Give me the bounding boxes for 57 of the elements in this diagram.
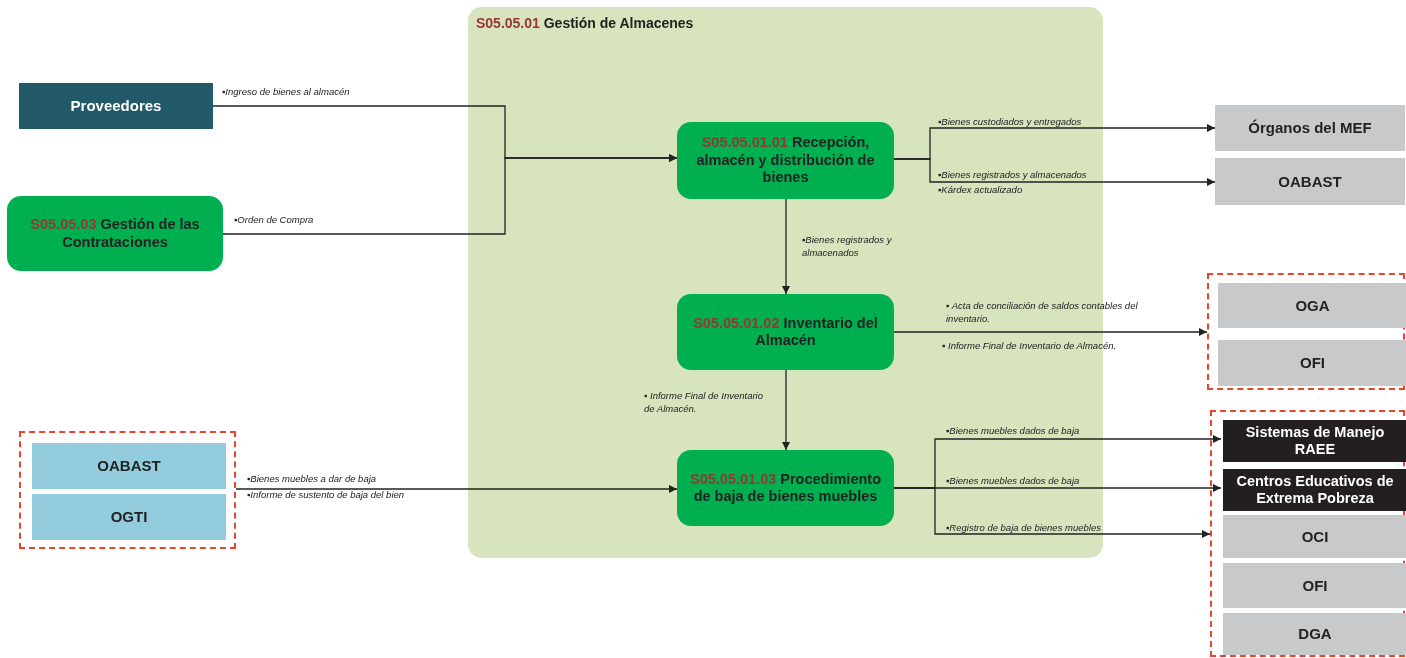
dashed-group-box — [1207, 273, 1405, 390]
arrow — [893, 487, 1211, 538]
entity-box — [1215, 158, 1405, 205]
process-box — [677, 294, 894, 370]
node-label: S05.05.01.01 Recepción, almacén y distribución de bienes — [695, 134, 876, 187]
node-label: S05.05.03 Gestión de las Contrataciones — [29, 216, 201, 251]
edge-label: ▪Registro de baja de bienes muebles — [946, 522, 1102, 535]
edge-label: ▪Ingreso de bienes al almacén — [222, 86, 351, 99]
entity-box — [1223, 420, 1406, 462]
arrow — [235, 485, 678, 493]
process-box — [7, 196, 223, 271]
node-label: OABAST — [1277, 172, 1343, 191]
process-box — [677, 122, 894, 199]
node-label: Proveedores — [69, 97, 163, 115]
node-label: DGA — [1297, 625, 1333, 643]
edge-label: ▪Bienes muebles a dar de baja — [247, 473, 378, 486]
entity-box — [1223, 613, 1406, 655]
entity-box — [1218, 283, 1406, 328]
node-label: Centros Educativos de Extrema Pobreza — [1235, 472, 1395, 508]
edge-label: ▪ Acta de conciliación de saldos contables del inventario. — [946, 300, 1139, 326]
edge-label: ▪Bienes muebles dados de baja — [946, 425, 1081, 438]
arrow — [222, 154, 678, 235]
node-label: S05.05.01.03 Procedimiento de baja de bienes muebles — [689, 470, 882, 506]
node-label: OGTI — [109, 508, 149, 526]
node-label: Sistemas de Manejo RAEE — [1244, 423, 1386, 459]
edge-label: ▪Bienes registrados y almacenados — [802, 234, 893, 260]
node-label: OFI — [1301, 576, 1329, 595]
entity-box — [1223, 515, 1406, 558]
node-label: OFI — [1299, 354, 1326, 372]
entity-box — [32, 443, 226, 489]
dashed-group-box — [1210, 410, 1405, 657]
note-text: ▪Kárdex actualizado — [938, 184, 1024, 197]
arrow — [893, 158, 1216, 186]
note-text: ▪Informe de sustento de baja del bien — [247, 489, 406, 502]
arrow — [782, 198, 790, 295]
entity-box — [1223, 563, 1406, 608]
edge-label: ▪Bienes muebles dados de baja — [946, 475, 1081, 488]
node-label: OABAST — [96, 457, 162, 475]
edge-label: ▪Bienes custodiados y entregados — [938, 116, 1083, 129]
area-title: S05.05.01 Gestión de Almacenes — [475, 14, 694, 32]
edge-label: ▪ Informe Final de Inventario de Almacén. — [644, 390, 764, 416]
arrow — [893, 328, 1208, 336]
dashed-group-box — [19, 431, 236, 549]
process-box — [677, 450, 894, 526]
entity-box — [1218, 340, 1406, 386]
arrow — [782, 369, 790, 451]
node-label: Órganos del MEF — [1247, 119, 1373, 137]
edge-label: ▪Orden de Compra — [234, 214, 315, 227]
entity-box — [1223, 469, 1406, 511]
note-text: ▪ Informe Final de Inventario de Almacén. — [942, 340, 1118, 353]
entity-box — [19, 83, 213, 129]
node-label: OCI — [1300, 527, 1330, 546]
node-label: OGA — [1294, 296, 1331, 315]
node-label: S05.05.01.02 Inventario del Almacén — [692, 314, 879, 350]
edge-label: ▪Bienes registrados y almacenados — [938, 169, 1088, 182]
entity-box — [1215, 105, 1405, 151]
entity-box — [32, 494, 226, 540]
